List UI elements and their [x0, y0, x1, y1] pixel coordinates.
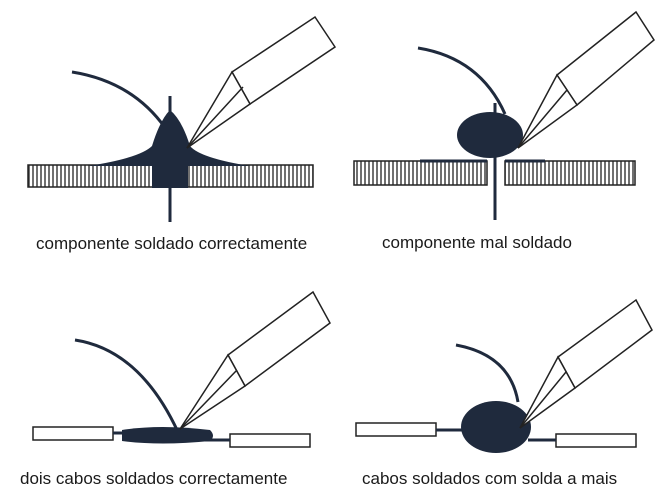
component-wire-curve	[417, 46, 507, 115]
wire-insulation-left	[355, 422, 437, 437]
circuit-board-left	[353, 160, 488, 186]
soldering-iron	[517, 10, 655, 149]
component-wire-curve	[74, 338, 180, 433]
panel-good-wires: dois cabos soldados correctamente	[20, 290, 331, 488]
component-wire-curve	[455, 343, 520, 403]
circuit-board-right	[504, 160, 636, 186]
caption-good-wires: dois cabos soldados correctamente	[20, 469, 287, 488]
caption-bad-component: componente mal soldado	[382, 233, 572, 252]
panel-bad-component: componente mal soldado	[353, 10, 655, 252]
solder-blob	[461, 401, 531, 453]
wire-insulation-right	[555, 433, 637, 448]
soldering-iron	[519, 298, 653, 429]
circuit-board-right	[180, 164, 314, 188]
caption-good-component: componente soldado correctamente	[36, 234, 307, 253]
solder-joint	[88, 110, 250, 188]
caption-excess-solder: cabos soldados com solda a mais	[362, 469, 617, 488]
soldering-iron	[186, 15, 337, 149]
solder-blob	[457, 112, 523, 158]
soldering-iron	[179, 290, 331, 430]
panel-good-component: componente soldado correctamente	[27, 15, 337, 253]
circuit-board-left	[27, 164, 161, 188]
solder-joint	[122, 427, 213, 444]
wire-insulation-left	[32, 426, 114, 441]
wire-insulation-right	[229, 433, 311, 448]
panel-excess-solder: cabos soldados com solda a mais	[355, 298, 653, 488]
component-wire-curve	[71, 70, 170, 133]
